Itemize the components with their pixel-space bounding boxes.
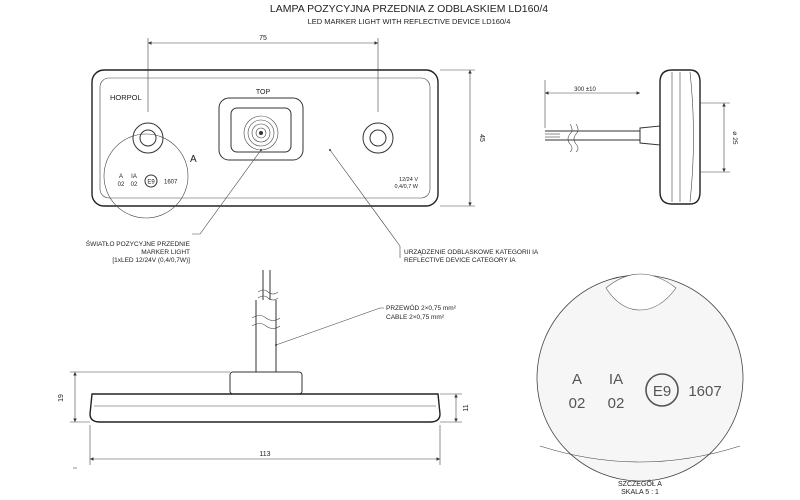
detail-mark-ia: IA — [609, 371, 623, 388]
mark-02-mid: 02 — [131, 182, 138, 188]
right-mounting-hole — [362, 122, 394, 154]
emark-circle — [144, 174, 158, 188]
dim-height-19: 19 — [58, 394, 65, 402]
dim-base-11: 11 — [463, 404, 470, 411]
approval-number: 1607 — [164, 180, 178, 186]
dim-length-113: 113 — [259, 451, 270, 458]
title-line-1: LAMPA POZYCYJNA PRZEDNIA Z ODBLASKIEM LD… — [270, 3, 548, 15]
bottom-view: 19 11 113 — [58, 270, 470, 465]
mark-a: A — [119, 174, 123, 180]
detail-a-circle — [103, 133, 189, 219]
side-view: 300 ±10 ⌀ 25 — [544, 69, 738, 205]
svg-text:URZĄDZENIE ODBLASKOWE KATEGORI: URZĄDZENIE ODBLASKOWE KATEGORII IA — [404, 249, 539, 256]
detail-caption-line-2: SKALA 5 : 1 — [621, 489, 659, 496]
top-label: TOP — [256, 89, 271, 96]
callout-cable: PRZEWÓD 2×0,75 mm² CABLE 2×0,75 mm² — [386, 303, 457, 321]
front-view: 75 45 HORPOL TOP A A 02 IA — [91, 35, 485, 247]
lens-housing — [218, 97, 304, 161]
detail-caption-line-1: SZCZEGÓŁ A — [618, 479, 662, 488]
svg-text:REFLECTIVE DEVICE CATEGORY IA: REFLECTIVE DEVICE CATEGORY IA — [404, 257, 516, 264]
detail-emark-circle — [645, 373, 679, 407]
svg-text:ŚWIATŁO POZYCYJNE PRZEDNIE: ŚWIATŁO POZYCYJNE PRZEDNIE — [86, 239, 191, 248]
svg-text:PRZEWÓD 2×0,75 mm²: PRZEWÓD 2×0,75 mm² — [386, 303, 457, 312]
detail-approval-number: 1607 — [688, 383, 721, 400]
lamp-body-inner — [99, 77, 431, 199]
detail-a-view: A 02 IA 02 E9 1607 — [536, 273, 744, 482]
dim-height-45: 45 — [478, 134, 485, 142]
emark-label: E9 — [147, 180, 155, 186]
detail-mark-a: A — [572, 371, 582, 388]
detail-mark-02-mid: 02 — [608, 395, 625, 412]
dim-width-75: 75 — [259, 35, 267, 42]
mark-02-left: 02 — [118, 182, 125, 188]
brand-label: HORPOL — [110, 93, 142, 102]
detail-a-letter: A — [190, 154, 197, 165]
detail-emark-label: E9 — [653, 383, 671, 400]
detail-mark-02-left: 02 — [569, 395, 586, 412]
mark-ia: IA — [131, 174, 137, 180]
voltage-label: 12/24 V — [399, 177, 418, 183]
dim-diameter-25: ⌀ 25 — [731, 132, 738, 145]
callout-marker-light: ŚWIATŁO POZYCYJNE PRZEDNIE MARKER LIGHT … — [86, 239, 191, 264]
title-line-2: LED MARKER LIGHT WITH REFLECTIVE DEVICE … — [308, 17, 511, 26]
svg-text:CABLE 2×0,75 mm²: CABLE 2×0,75 mm² — [386, 314, 445, 321]
power-label: 0,4/0,7 W — [394, 184, 418, 190]
led-lens — [243, 115, 279, 151]
dim-cable-300: 300 ±10 — [574, 87, 596, 93]
svg-text:MARKER LIGHT: MARKER LIGHT — [141, 249, 190, 256]
svg-text:[1xLED 12/24V (0,4/0,7W)]: [1xLED 12/24V (0,4/0,7W)] — [112, 257, 190, 264]
callout-reflective-device: URZĄDZENIE ODBLASKOWE KATEGORII IA REFLE… — [399, 246, 539, 264]
cable-gland — [229, 371, 303, 395]
side-housing-profile — [659, 69, 701, 205]
base-profile — [89, 393, 441, 423]
left-mounting-hole — [132, 122, 164, 154]
lamp-body-outline — [91, 69, 439, 207]
